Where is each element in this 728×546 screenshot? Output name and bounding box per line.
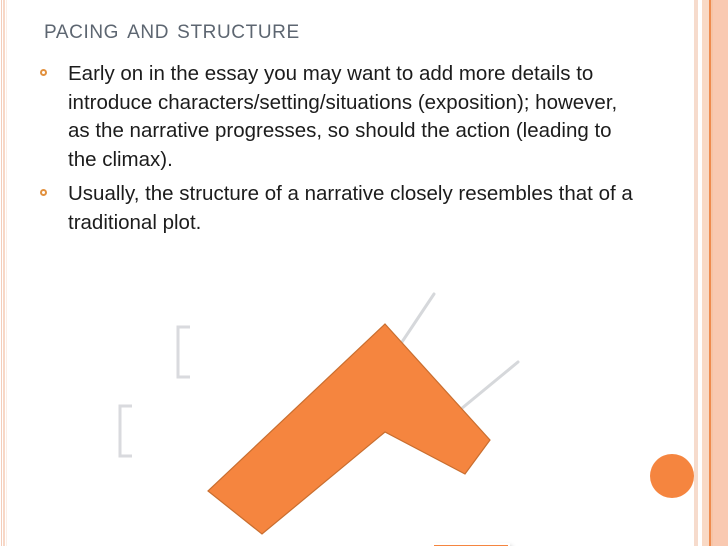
ring-bullet-icon: [40, 189, 47, 196]
leader-line-climax: [400, 292, 436, 344]
right-edge-band-inner: [694, 0, 698, 546]
bracket-conflict-icon: [176, 325, 190, 379]
bracket-exposition-icon: [118, 404, 132, 458]
left-edge-stripe-inner: [6, 0, 7, 546]
body-bullet-list: Early on in the essay you may want to ad…: [36, 60, 636, 243]
left-edge-stripe-outer: [1, 0, 2, 546]
left-edge-stripe-main: [3, 0, 5, 546]
plot-structure-diagram: Conflict Exposition Climax Resolution: [0, 258, 728, 546]
list-item-text: Usually, the structure of a narrative cl…: [68, 182, 633, 234]
diagram-vector-layer: [118, 292, 520, 535]
right-edge-band-mid: [702, 0, 709, 546]
right-edge-band-outer: [713, 0, 728, 546]
right-edge-band-light: [711, 0, 713, 546]
list-item-text: Early on in the essay you may want to ad…: [68, 62, 618, 171]
chevron-shape: [207, 323, 491, 535]
page-title: Pacing and Structure: [44, 14, 300, 44]
list-item: Early on in the essay you may want to ad…: [36, 60, 636, 174]
right-edge-gap: [699, 0, 702, 546]
ring-bullet-icon: [40, 69, 47, 76]
right-edge-rule: [709, 0, 711, 546]
leader-line-resolution: [459, 360, 520, 411]
corner-dot-decoration: [650, 454, 694, 498]
label-box-climax[interactable]: Climax: [432, 543, 510, 546]
list-item: Usually, the structure of a narrative cl…: [36, 180, 636, 237]
